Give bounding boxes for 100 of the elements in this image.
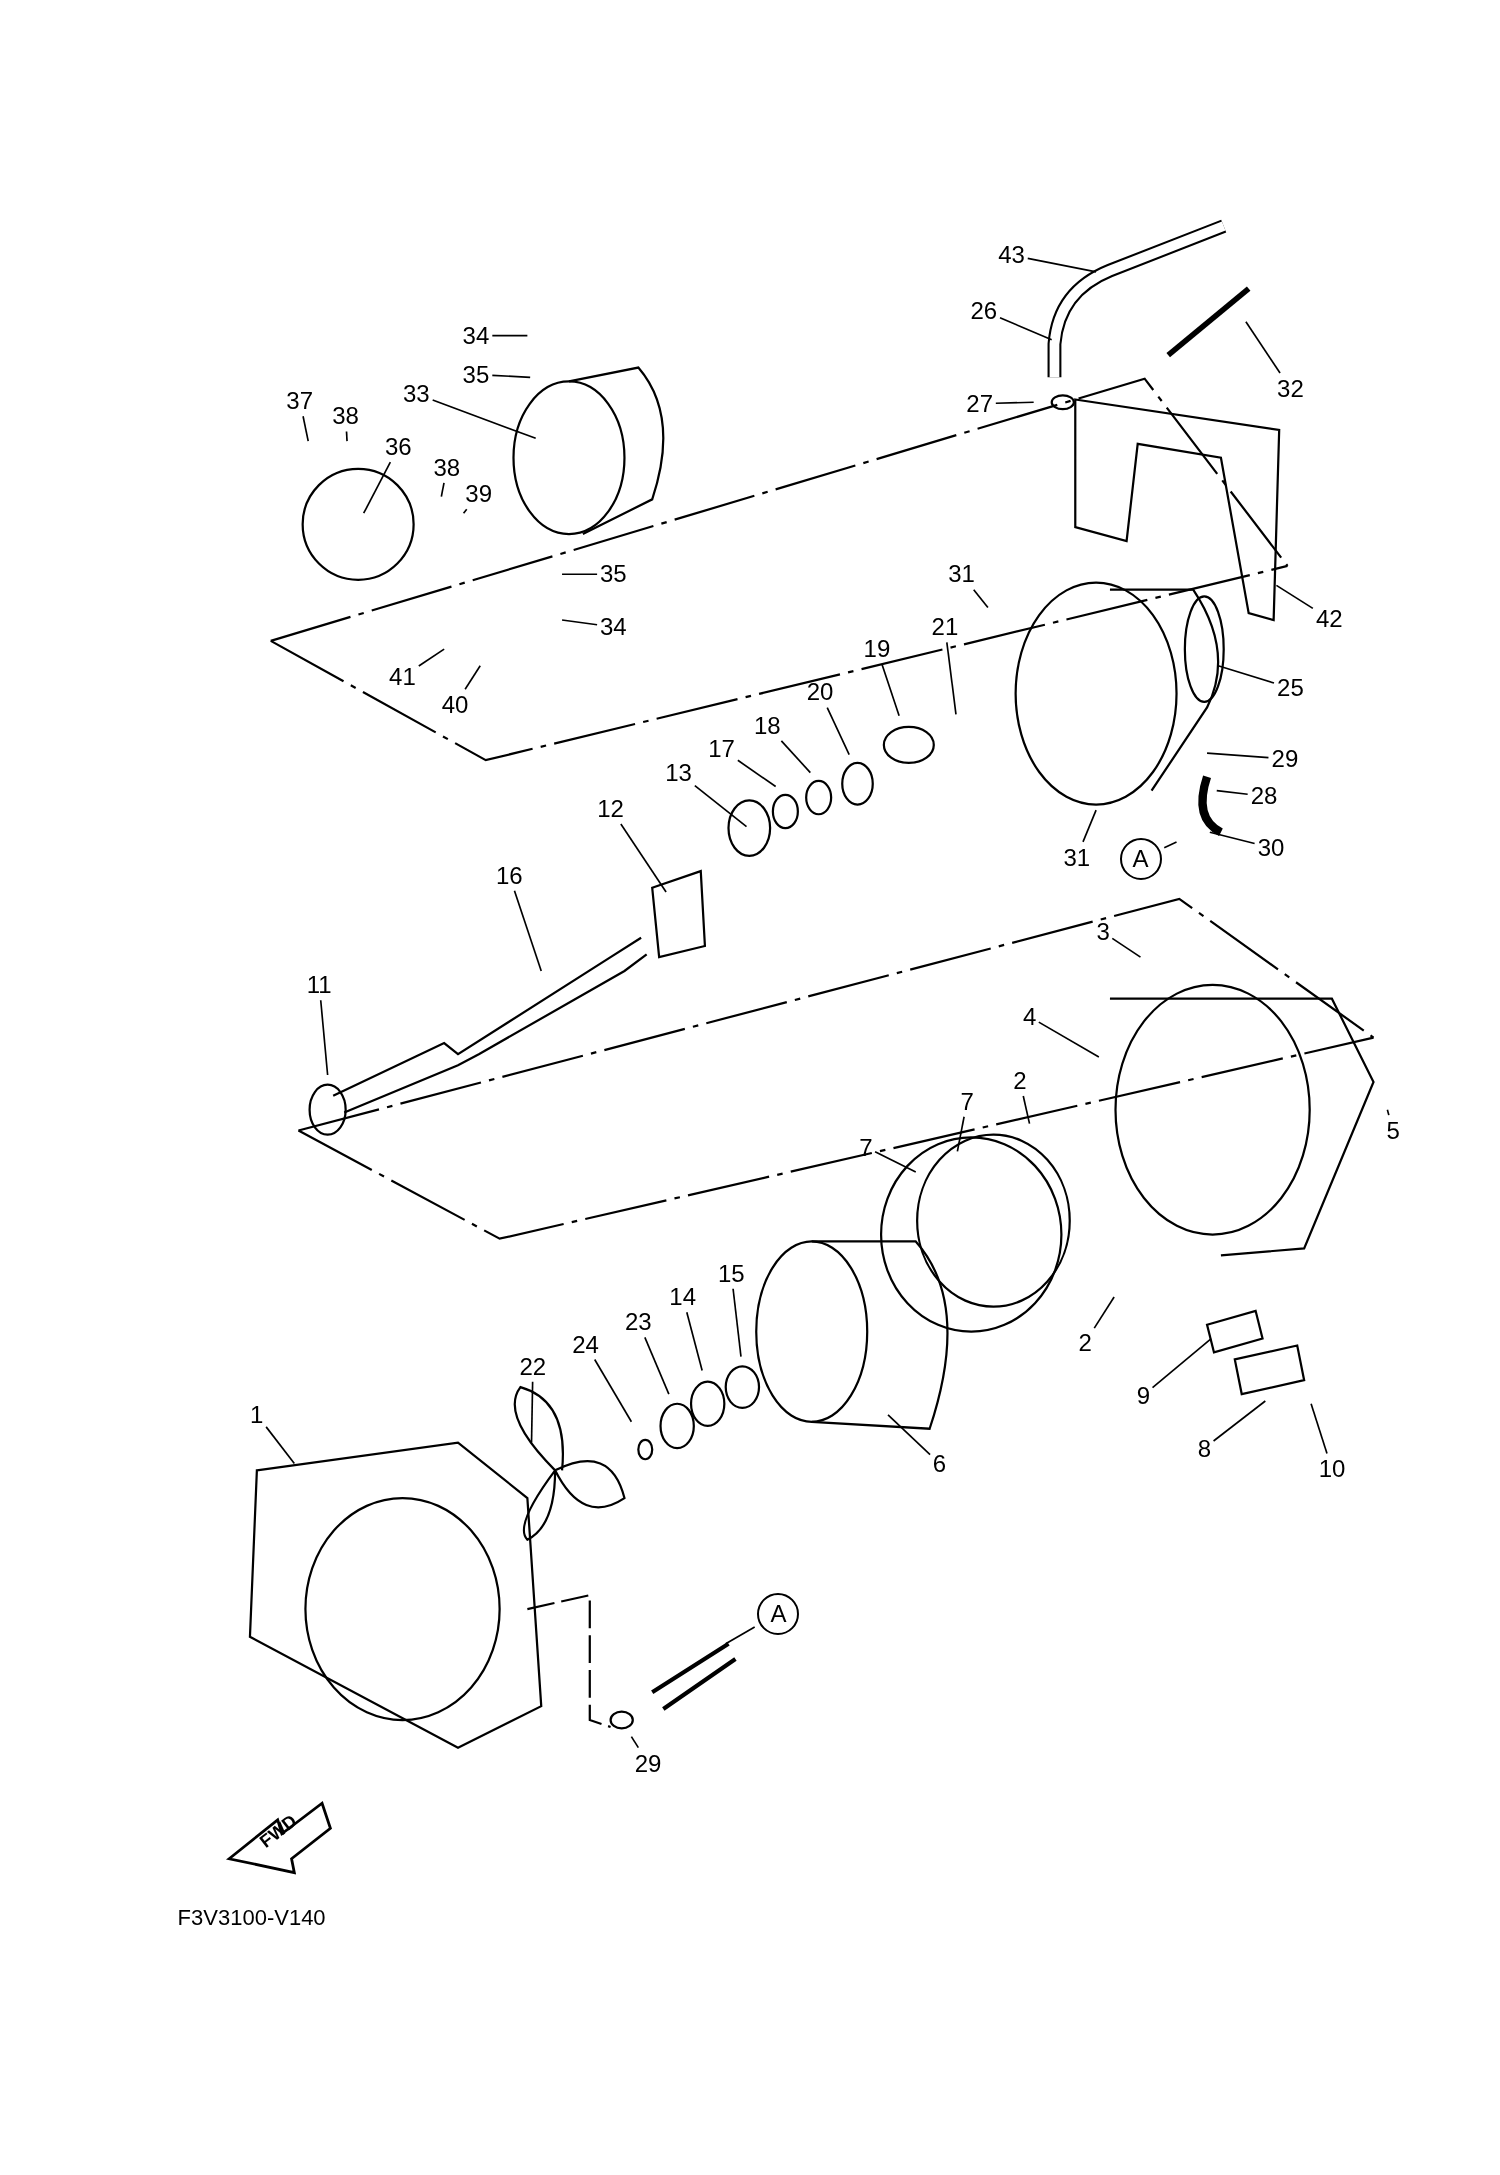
leader-line xyxy=(513,889,543,972)
callout-number: 28 xyxy=(1250,782,1278,811)
leader-line xyxy=(780,740,812,774)
callout-number: 35 xyxy=(599,560,627,589)
callout-number: 14 xyxy=(669,1283,697,1312)
leader-line xyxy=(1082,809,1097,843)
callout-number: 38 xyxy=(332,402,359,431)
callout-number: 16 xyxy=(495,861,523,890)
leader-line xyxy=(464,665,482,691)
callout-number: 42 xyxy=(1315,604,1343,633)
leader-line xyxy=(561,619,598,626)
callout-number: 35 xyxy=(462,360,490,389)
leader-line xyxy=(685,1311,703,1372)
leader-line xyxy=(1111,937,1142,958)
leader-line xyxy=(1206,752,1270,759)
callout-number: 30 xyxy=(1257,833,1285,862)
reference-circle: A xyxy=(1119,837,1162,880)
callout-number: 9 xyxy=(1136,1381,1151,1410)
callout-number: 5 xyxy=(1386,1116,1400,1145)
leader-line xyxy=(881,663,900,717)
callout-number: 7 xyxy=(859,1133,873,1162)
leader-line xyxy=(946,641,957,716)
callout-number: 26 xyxy=(970,296,998,325)
leader-line xyxy=(1037,1021,1100,1058)
callout-number: 37 xyxy=(286,387,314,415)
leader-line xyxy=(620,823,667,893)
callout-number: 2 xyxy=(1078,1329,1092,1358)
callout-number: 31 xyxy=(1063,843,1091,872)
leader-line xyxy=(956,1115,965,1153)
leader-line xyxy=(302,415,310,442)
leader-line xyxy=(826,706,850,756)
leader-line xyxy=(1245,321,1281,374)
callout-number: 24 xyxy=(572,1330,599,1359)
leader-line xyxy=(737,759,777,788)
callout-number: 25 xyxy=(1277,674,1304,703)
callout-number: 2 xyxy=(1013,1066,1027,1095)
callout-number: 39 xyxy=(465,480,493,508)
leader-line xyxy=(1151,1337,1213,1389)
leader-line xyxy=(462,508,468,515)
reference-circle: A xyxy=(757,1592,800,1635)
leader-line xyxy=(1310,1402,1328,1455)
callout-number: 27 xyxy=(966,389,993,418)
callout-number: 1 xyxy=(250,1401,264,1430)
callout-number: 32 xyxy=(1277,374,1304,403)
leader-line xyxy=(732,1287,742,1358)
leader-line xyxy=(345,430,348,442)
callout-number: 22 xyxy=(519,1352,547,1381)
leader-line xyxy=(491,374,531,379)
leader-line xyxy=(491,334,529,337)
callout-number: 36 xyxy=(384,432,412,461)
leader-line xyxy=(593,1358,633,1423)
leader-line xyxy=(1163,841,1178,849)
leader-line xyxy=(440,482,445,498)
callout-number: 11 xyxy=(306,971,332,1000)
callout-number: 43 xyxy=(998,241,1025,270)
callout-number: 13 xyxy=(665,758,692,787)
callout-number: 8 xyxy=(1197,1434,1212,1463)
callout-number: 3 xyxy=(1096,918,1110,947)
leader-line xyxy=(1217,665,1275,684)
leader-line xyxy=(972,588,989,609)
callout-number: 34 xyxy=(462,321,490,350)
leader-line xyxy=(694,784,748,828)
leader-line xyxy=(724,1626,756,1645)
callout-number: 29 xyxy=(1271,745,1299,773)
callout-number: 41 xyxy=(389,663,416,692)
leader-line xyxy=(1212,1400,1267,1442)
callout-number: 15 xyxy=(717,1259,745,1288)
callout-number: 4 xyxy=(1022,1003,1037,1032)
callout-number: 31 xyxy=(948,560,975,589)
leader-line xyxy=(561,573,598,576)
callout-number: 29 xyxy=(634,1749,662,1778)
callout-number: 12 xyxy=(597,794,624,823)
callout-number: 40 xyxy=(441,690,469,719)
callout-number: 23 xyxy=(624,1308,652,1337)
leader-line xyxy=(1209,831,1256,845)
leader-line xyxy=(417,648,445,667)
leader-line xyxy=(1386,1108,1390,1116)
leader-line xyxy=(874,1150,917,1173)
leader-line xyxy=(530,1380,534,1444)
leader-line xyxy=(265,1426,296,1465)
leader-line xyxy=(1215,789,1249,796)
callout-number: 34 xyxy=(599,613,627,642)
leader-line xyxy=(630,1735,640,1749)
callout-number: 6 xyxy=(932,1449,947,1478)
leader-line xyxy=(1275,584,1314,610)
leader-line xyxy=(431,399,537,440)
leader-line xyxy=(887,1414,931,1456)
leader-line xyxy=(1093,1296,1115,1329)
callout-number: 20 xyxy=(806,678,834,707)
callout-number: 7 xyxy=(960,1087,974,1116)
leader-line xyxy=(995,401,1035,405)
leader-line xyxy=(644,1336,670,1395)
leader-line xyxy=(319,999,329,1076)
callout-number: 38 xyxy=(433,453,461,482)
leader-line xyxy=(1022,1095,1031,1125)
drawing-code: F3V3100-V140 xyxy=(177,1905,326,1932)
callout-number: 17 xyxy=(708,735,735,764)
callout-number: 33 xyxy=(402,380,430,409)
callout-number: 21 xyxy=(931,613,959,642)
callout-number: 10 xyxy=(1318,1455,1346,1484)
